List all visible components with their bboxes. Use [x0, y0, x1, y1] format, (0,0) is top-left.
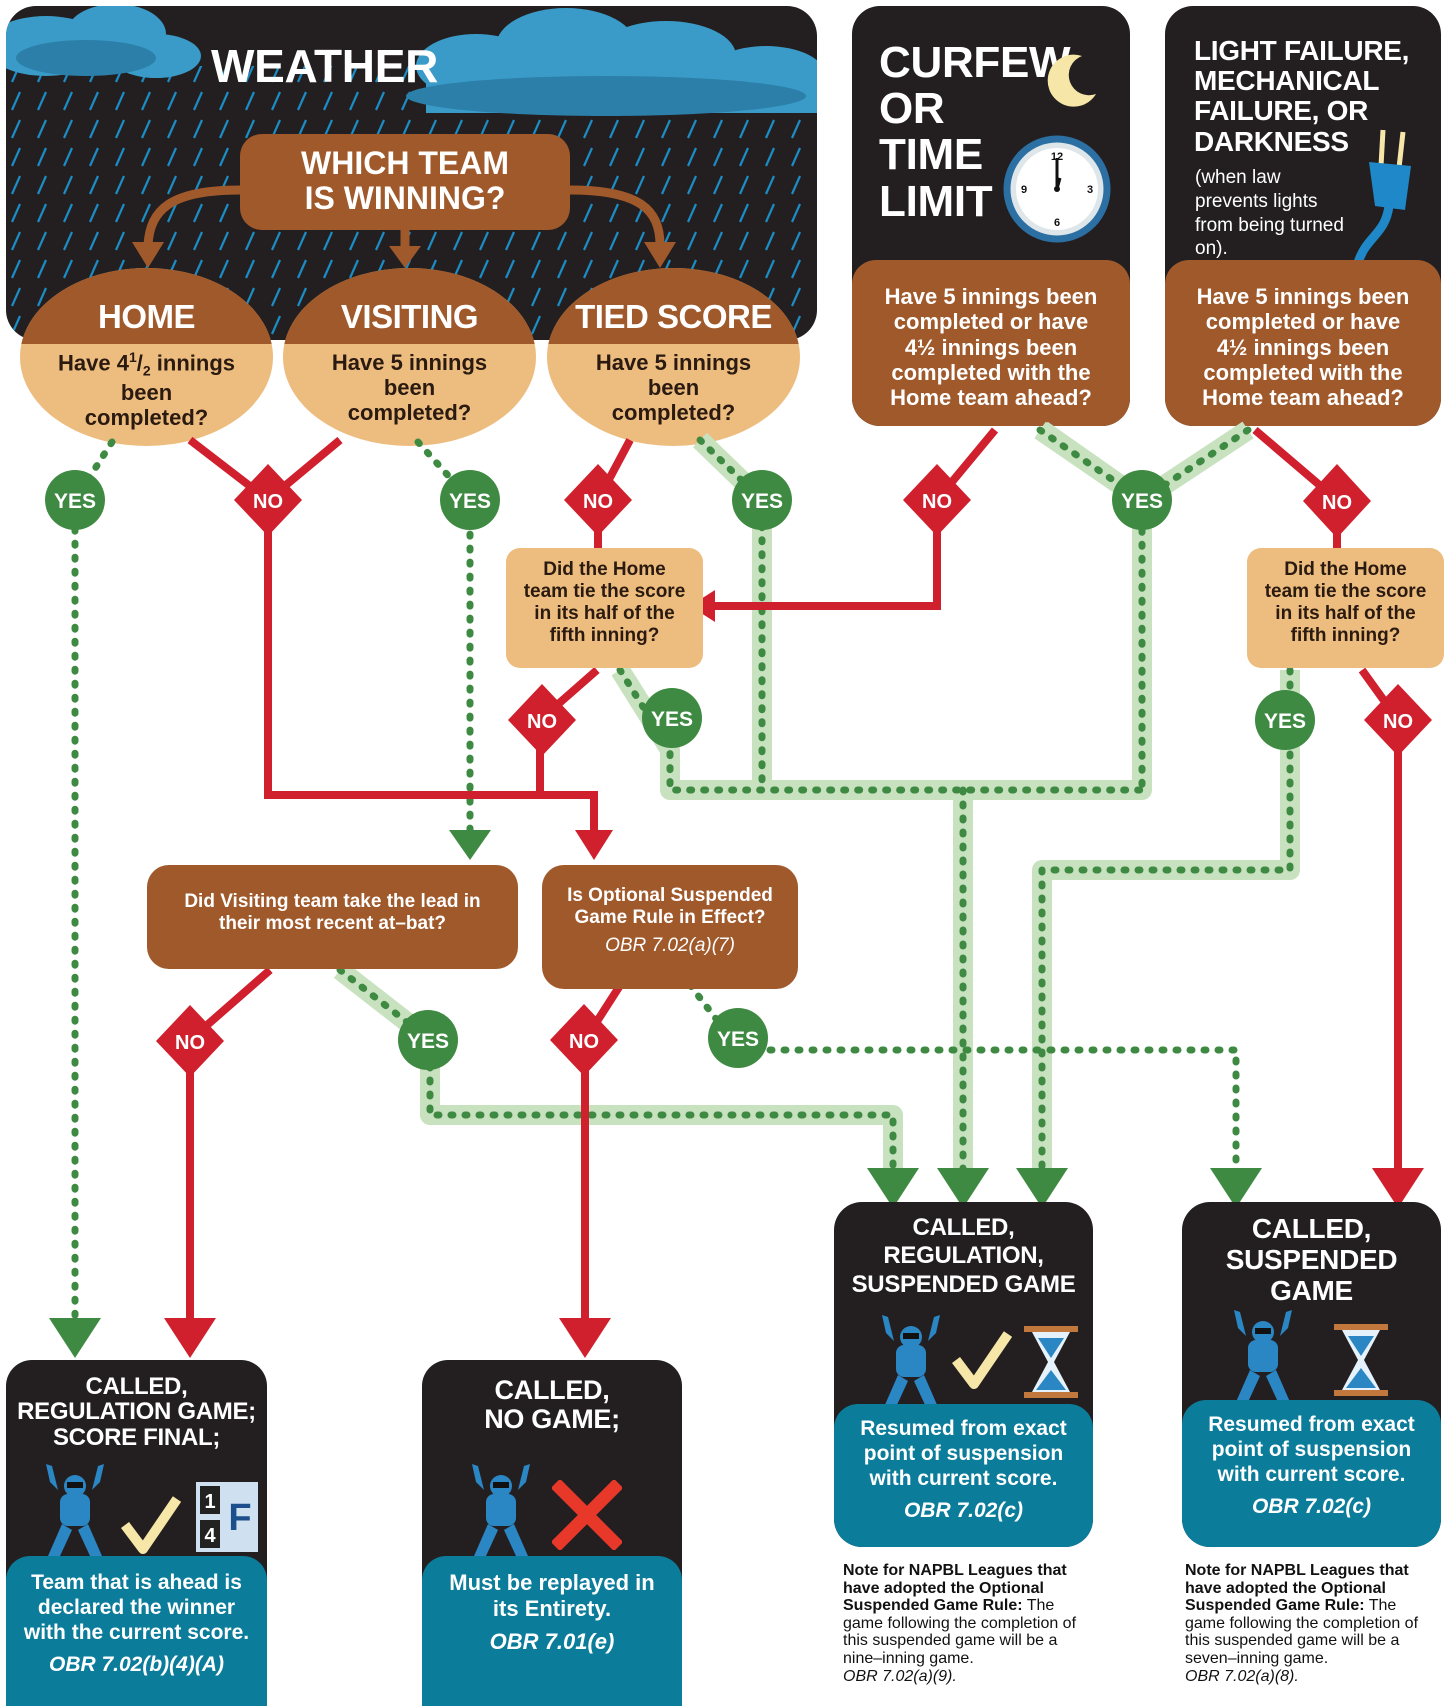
light-question: Have 5 innings been completed or have 4½… — [1165, 260, 1441, 426]
outcome-regulation-final: CALLED,REGULATION GAME;SCORE FINAL; 1 4 … — [6, 1360, 267, 1706]
umpire-icon — [1234, 1310, 1292, 1402]
umpire-icon — [46, 1464, 104, 1556]
x-mark-icon — [552, 1480, 622, 1550]
optional-rule-question: Is Optional Suspended Game Rule in Effec… — [542, 865, 798, 989]
no-badges: NO NO NO NO NO NO NO NO — [156, 464, 1432, 1077]
scoreboard-icon: 1 4 F — [196, 1482, 258, 1552]
clock-6: 6 — [1054, 217, 1060, 229]
no-label: NO — [922, 491, 952, 513]
regulation-suspended-title: CALLED,REGULATION,SUSPENDED GAME — [851, 1214, 1076, 1298]
yes-badges: YES YES YES YES YES YES YES YES — [45, 470, 1315, 1070]
regulation-suspended-desc: Resumed from exact point of suspension w… — [834, 1404, 1093, 1547]
yes-label: YES — [741, 490, 783, 513]
clock-icon: 12 3 6 9 — [1003, 135, 1111, 243]
curfew-question: Have 5 innings been completed or have 4½… — [852, 260, 1130, 426]
visiting-oval: VISITING Have 5 innings been completed? — [283, 268, 536, 446]
no-label: NO — [1322, 492, 1352, 514]
tied-title: TIED SCORE — [575, 298, 772, 335]
yes-label: YES — [449, 490, 491, 513]
visiting-title: VISITING — [340, 298, 479, 335]
hourglass-icon — [1024, 1326, 1078, 1398]
scoreboard-digit-2: 4 — [204, 1525, 216, 1547]
moon-icon — [1047, 54, 1096, 107]
outcome-no-game: CALLED,NO GAME; Must be replayed in its … — [422, 1360, 682, 1706]
yes-label: YES — [1264, 710, 1306, 733]
note-nine-inning: Note for NAPBL Leagues that have adopted… — [843, 1562, 1077, 1685]
yes-label: YES — [407, 1030, 449, 1053]
no-label: NO — [1383, 711, 1413, 733]
tie-question-left: Did the Home team tie the score in its h… — [506, 548, 703, 668]
tied-oval: TIED SCORE Have 5 innings been completed… — [547, 268, 800, 446]
checkmark-icon — [121, 1496, 181, 1554]
scoreboard-digit-1: 1 — [204, 1491, 215, 1513]
no-game-desc: Must be replayed in its Entirety. OBR 7.… — [422, 1556, 682, 1706]
hourglass-icon — [1334, 1324, 1388, 1396]
light-subtitle: (when law prevents lights from being tur… — [1195, 167, 1344, 260]
visiting-question: Have 5 innings been completed? — [331, 350, 488, 426]
no-label: NO — [527, 711, 557, 733]
suspended-desc: Resumed from exact point of suspension w… — [1182, 1400, 1441, 1547]
tie-question-right: Did the Home team tie the score in its h… — [1247, 548, 1444, 668]
no-game-title: CALLED,NO GAME; — [484, 1375, 620, 1434]
yes-label: YES — [54, 490, 96, 513]
weather-title: WEATHER — [211, 40, 439, 92]
yes-label: YES — [1121, 490, 1163, 513]
regulation-final-desc: Team that is ahead is declared the winne… — [6, 1556, 267, 1706]
umpire-icon — [472, 1464, 530, 1556]
yes-label: YES — [651, 708, 693, 731]
no-label: NO — [253, 491, 283, 513]
no-label: NO — [583, 491, 613, 513]
scoreboard-final: F — [228, 1497, 251, 1539]
clock-12: 12 — [1051, 151, 1063, 163]
yes-label: YES — [717, 1028, 759, 1051]
umpire-icon — [882, 1315, 940, 1407]
outcome-regulation-suspended: CALLED,REGULATION,SUSPENDED GAME Resumed… — [834, 1202, 1093, 1547]
visiting-lead-question: Did Visiting team take the lead in their… — [147, 865, 518, 969]
no-label: NO — [569, 1031, 599, 1053]
checkmark-icon — [952, 1331, 1012, 1389]
clock-3: 3 — [1087, 184, 1093, 196]
tied-question: Have 5 innings been completed? — [595, 350, 752, 426]
home-title: HOME — [98, 298, 196, 335]
plug-icon — [1352, 129, 1411, 266]
no-label: NO — [175, 1032, 205, 1054]
note-seven-inning: Note for NAPBL Leagues that have adopted… — [1185, 1562, 1419, 1685]
regulation-final-title: CALLED,REGULATION GAME;SCORE FINAL; — [17, 1373, 256, 1451]
clock-9: 9 — [1021, 184, 1027, 196]
